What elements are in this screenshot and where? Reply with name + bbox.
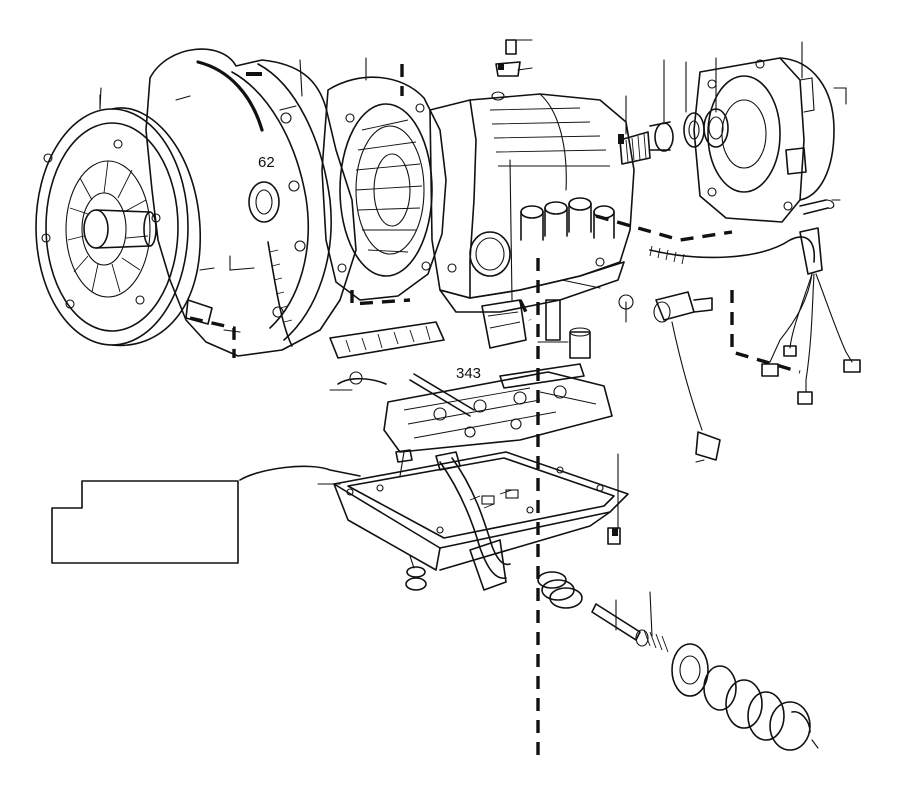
callout-label-b: 343 xyxy=(456,365,481,382)
valve-body xyxy=(329,321,613,463)
pump-housing xyxy=(321,76,447,301)
dipstick-tube xyxy=(435,451,511,591)
cable-to-box xyxy=(239,465,361,481)
callout-label-a: 62 xyxy=(258,154,275,171)
speed-sensor xyxy=(618,291,721,461)
oil-pan xyxy=(333,451,629,591)
wiring-harness xyxy=(649,227,861,405)
extension-housing xyxy=(693,57,835,223)
accumulator-springs xyxy=(537,571,811,751)
assembly-guide-lines xyxy=(189,64,801,760)
torque-converter xyxy=(35,94,201,347)
solid-accents xyxy=(246,64,624,536)
solenoid-parts xyxy=(481,299,591,359)
small-fasteners xyxy=(491,39,521,101)
output-shaft xyxy=(619,108,729,165)
transmission-case xyxy=(429,93,635,313)
reference-box xyxy=(51,480,239,564)
leader-lines xyxy=(99,39,847,749)
